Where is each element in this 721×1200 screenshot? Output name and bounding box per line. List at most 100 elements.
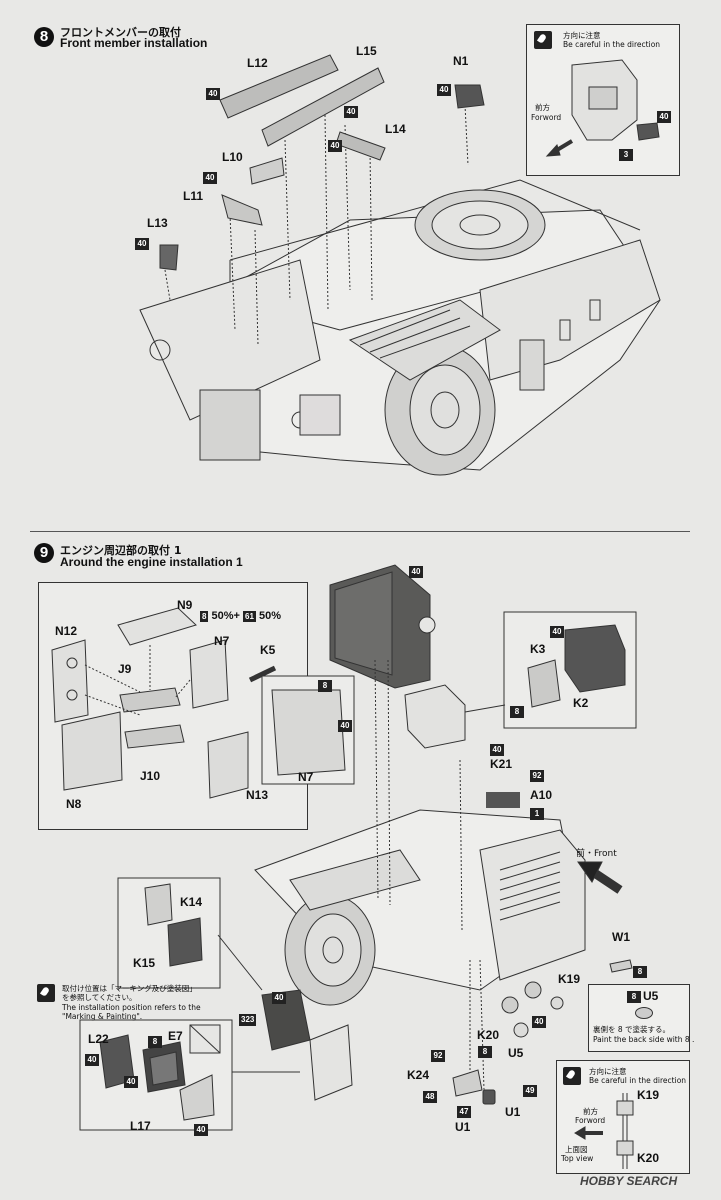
mix-pct-b: 50% bbox=[259, 610, 282, 622]
paint-note-jp-2: を参照してください。 bbox=[62, 993, 137, 1002]
u5-note-en: Paint the back side with 8 . bbox=[593, 1035, 695, 1044]
part-label-n8: N8 bbox=[66, 797, 82, 811]
step-9-title-en: Around the engine installation 1 bbox=[60, 555, 243, 569]
color-badge: 49 bbox=[523, 1085, 537, 1097]
color-badge: 40 bbox=[490, 744, 504, 756]
part-label-n7-inset: N7 bbox=[298, 770, 314, 784]
part-label-u5-note: U5 bbox=[643, 989, 659, 1003]
part-label-k3: K3 bbox=[530, 642, 546, 656]
part-label-k24: K24 bbox=[407, 1068, 430, 1082]
front-jp: 前方 bbox=[535, 103, 550, 112]
part-label-l17: L17 bbox=[130, 1119, 151, 1133]
part-label-k15: K15 bbox=[133, 956, 156, 970]
color-badge: 40 bbox=[657, 111, 671, 123]
step-9-number: 9 bbox=[34, 543, 54, 563]
part-label-n12: N12 bbox=[55, 624, 78, 638]
part-label-a10: A10 bbox=[530, 788, 553, 802]
part-label-l14: L14 bbox=[385, 122, 406, 136]
color-badge: 40 bbox=[532, 1016, 546, 1028]
part-label-e7: E7 bbox=[168, 1029, 183, 1043]
color-badge: 40 bbox=[550, 626, 564, 638]
section-divider bbox=[30, 531, 690, 532]
color-badge: 8 bbox=[318, 680, 332, 692]
color-badge: 8 bbox=[633, 966, 647, 978]
color-badge: 48 bbox=[423, 1091, 437, 1103]
part-label-j9: J9 bbox=[118, 662, 132, 676]
color-badge: 40 bbox=[206, 88, 220, 100]
front-label: 前・Front bbox=[576, 849, 617, 859]
part-label-l12: L12 bbox=[247, 56, 268, 70]
dir-front-jp: 前方 bbox=[583, 1107, 598, 1116]
color-badge: 61 bbox=[243, 611, 256, 622]
color-badge: 40 bbox=[344, 106, 358, 118]
part-label-n13: N13 bbox=[246, 788, 269, 802]
note-jp: 方向に注意 bbox=[563, 31, 601, 40]
front-en: Forword bbox=[531, 113, 562, 122]
color-badge: 40 bbox=[124, 1076, 138, 1088]
part-label-k20-top: K20 bbox=[637, 1151, 660, 1165]
color-badge: 40 bbox=[409, 566, 423, 578]
part-label-n7: N7 bbox=[214, 634, 230, 648]
color-badge: 40 bbox=[203, 172, 217, 184]
watermark: HOBBY SEARCH bbox=[580, 1174, 678, 1188]
paint-note-jp-1: 取付け位置は「マーキング及び塗装図」 bbox=[62, 984, 197, 993]
note-en: Be careful in the direction bbox=[563, 40, 661, 49]
caution-icon bbox=[534, 31, 552, 49]
mix-pct-a: 50%+ bbox=[211, 610, 240, 622]
color-badge: 3 bbox=[619, 149, 633, 161]
part-label-u5: U5 bbox=[508, 1046, 524, 1060]
u5-note-jp: 裏側を 8 で塗装する。 bbox=[593, 1025, 671, 1034]
color-badge: 1 bbox=[530, 808, 544, 820]
part-label-j10: J10 bbox=[140, 769, 161, 783]
part-label-u1: U1 bbox=[505, 1105, 521, 1119]
part-label-n1: N1 bbox=[453, 54, 469, 68]
color-badge: 40 bbox=[328, 140, 342, 152]
paint-note-en-2: "Marking & Painting". bbox=[62, 1012, 143, 1021]
top-view-jp: 上面図 bbox=[565, 1145, 588, 1154]
step-8-number: 8 bbox=[34, 27, 54, 47]
top-view-en: Top view bbox=[561, 1154, 594, 1163]
part-label-l22: L22 bbox=[88, 1032, 109, 1046]
color-badge: 92 bbox=[530, 770, 544, 782]
color-badge: 92 bbox=[431, 1050, 445, 1062]
color-badge: 40 bbox=[437, 84, 451, 96]
part-label-u1-b: U1 bbox=[455, 1120, 471, 1134]
part-label-k19: K19 bbox=[558, 972, 581, 986]
paint-note-en-1: The installation position refers to the bbox=[62, 1003, 201, 1012]
part-a10-shape bbox=[486, 792, 520, 808]
part-label-l11: L11 bbox=[183, 189, 204, 203]
step-8-title-en: Front member installation bbox=[60, 36, 208, 50]
u5-note-box: 8 U5 裏側を 8 で塗装する。 Paint the back side wi… bbox=[588, 984, 694, 1052]
part-label-k5: K5 bbox=[260, 643, 276, 657]
color-badge: 40 bbox=[338, 720, 352, 732]
color-badge: 47 bbox=[457, 1106, 471, 1118]
color-badge: 40 bbox=[272, 992, 286, 1004]
color-badge: 40 bbox=[194, 1124, 208, 1136]
step-9-title-jp: エンジン周辺部の取付 1 bbox=[60, 544, 182, 557]
color-badge: 8 bbox=[510, 706, 524, 718]
direction-diagram bbox=[545, 59, 660, 157]
part-label-k20: K20 bbox=[477, 1028, 500, 1042]
part-label-n9: N9 bbox=[177, 598, 193, 612]
part-label-k14: K14 bbox=[180, 895, 203, 909]
direction-note-box: 方向に注意 Be careful in the direction 前方 For… bbox=[526, 24, 680, 176]
dir-note-jp: 方向に注意 bbox=[589, 1067, 627, 1076]
dir-front-en: Forword bbox=[575, 1116, 606, 1125]
part-label-w1: W1 bbox=[612, 930, 630, 944]
color-badge: 8 bbox=[627, 991, 641, 1003]
step-8-title-jp: フロントメンバーの取付 bbox=[60, 26, 181, 39]
part-label-l10: L10 bbox=[222, 150, 243, 164]
color-badge: 8 bbox=[148, 1036, 162, 1048]
part-label-k2: K2 bbox=[573, 696, 589, 710]
part-label-k19-top: K19 bbox=[637, 1088, 660, 1102]
caution-icon bbox=[563, 1067, 581, 1085]
color-mix-label: 8 50%+ 61 50% bbox=[200, 610, 281, 622]
color-badge: 8 bbox=[200, 611, 209, 622]
color-badge: 40 bbox=[135, 238, 149, 250]
dir-note-en: Be careful in the direction bbox=[589, 1076, 687, 1085]
color-badge: 323 bbox=[239, 1014, 257, 1026]
part-label-k21: K21 bbox=[490, 757, 513, 771]
